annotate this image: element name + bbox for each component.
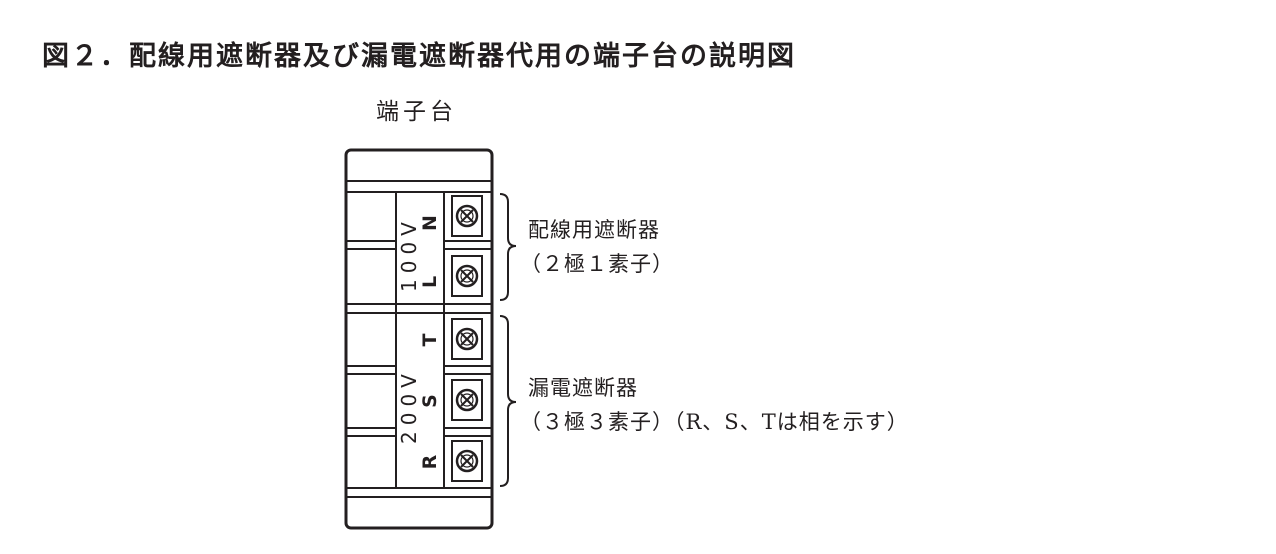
terminal-screw-icon-n — [455, 204, 479, 228]
voltage-100-label: 100V — [397, 216, 421, 292]
terminal-block-label: 端子台 — [376, 99, 457, 125]
right-row-separators — [444, 240, 492, 437]
terminal-letter-l: L — [419, 276, 441, 288]
terminal-letter-s: S — [419, 394, 441, 408]
brace-100v — [499, 193, 517, 301]
terminal-screw-icon-t — [455, 327, 479, 351]
terminal-screws — [451, 195, 483, 482]
terminal-screw-icon-r — [455, 449, 479, 473]
terminal-housing-n — [451, 195, 483, 237]
annotation-leakage-breaker-name: 漏電遮断器 — [528, 376, 638, 400]
terminal-block-casing — [344, 148, 494, 530]
terminal-letter-n: N — [419, 215, 441, 231]
annotation-breaker-name: 配線用遮断器 — [528, 218, 660, 242]
brace-200v — [499, 315, 517, 487]
left-row-separators — [346, 240, 396, 437]
terminal-letter-r: R — [419, 454, 441, 469]
terminal-screw-icon-l — [455, 264, 479, 288]
figure-title: 図２．配線用遮断器及び漏電遮断器代用の端子台の説明図 — [42, 41, 796, 72]
annotation-breaker-detail: （２極１素子） — [520, 252, 674, 276]
annotation-leakage-breaker-detail: （３極３素子）（R、S、Tは相を示す） — [520, 410, 909, 434]
terminal-housing-r — [451, 440, 483, 482]
terminal-housing-t — [451, 318, 483, 360]
voltage-200-label: 200V — [397, 368, 421, 444]
terminal-screw-icon-s — [455, 388, 479, 412]
terminal-letters: N L T S R — [419, 215, 441, 469]
terminal-housing-l — [451, 255, 483, 297]
terminal-housing-s — [451, 379, 483, 421]
svg-text:200V: 200V — [397, 368, 421, 444]
svg-text:100V: 100V — [397, 216, 421, 292]
terminal-letter-t: T — [419, 333, 441, 346]
